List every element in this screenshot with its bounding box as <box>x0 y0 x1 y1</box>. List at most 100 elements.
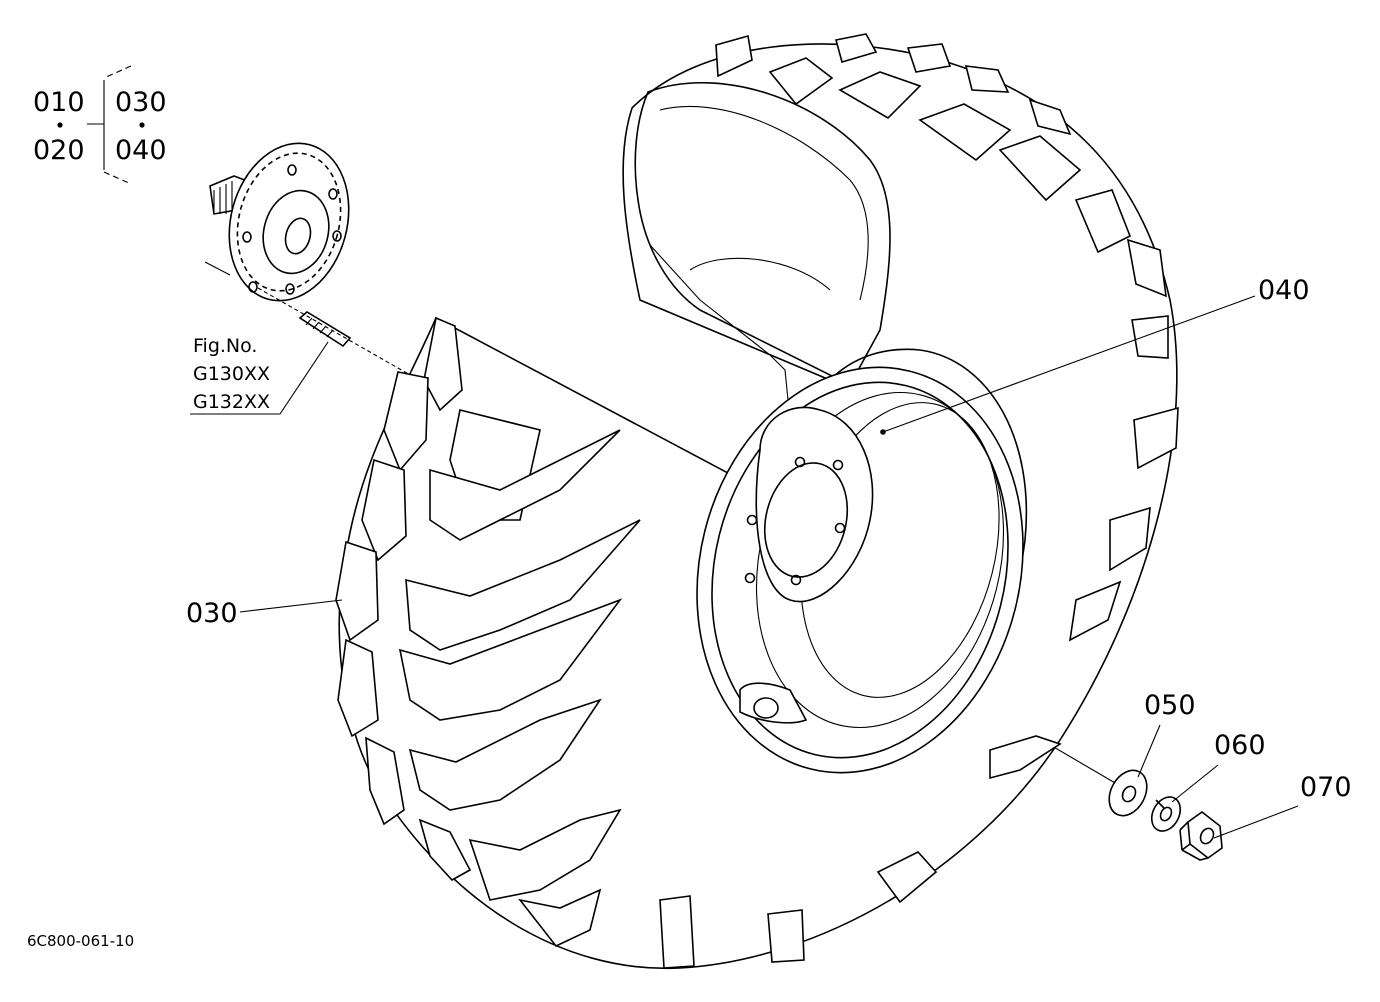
legend-bracket-outer <box>103 65 132 185</box>
spline-teeth <box>213 181 233 214</box>
leader-line-spring-washer <box>1171 764 1219 803</box>
tread-lug <box>715 34 753 78</box>
legend-dot-left <box>57 122 63 128</box>
tread-lug <box>383 371 429 472</box>
spring-washer <box>1150 796 1182 832</box>
legend-part-030: 030 <box>115 87 167 118</box>
callout-rim: 040 <box>1258 275 1310 306</box>
tread-lug <box>405 519 641 651</box>
tread-lug <box>1133 406 1179 470</box>
stud-body <box>298 311 352 348</box>
tread-lug <box>1109 506 1151 572</box>
figure-reference: Fig.No. G130XX G132XX <box>190 335 329 415</box>
tread-lug <box>518 888 602 947</box>
tread-lug <box>659 895 695 969</box>
flange-bolt-hole-6 <box>242 231 252 243</box>
tread-lug <box>876 851 938 904</box>
tread-lug <box>337 638 379 738</box>
flat-washer <box>1108 769 1148 817</box>
spring-washer-body <box>1150 796 1182 832</box>
flange-bolt-hole-4 <box>285 283 295 295</box>
tire-inner-wall <box>659 106 869 301</box>
figure-reference-code-2: G132XX <box>193 391 270 413</box>
tread-lug <box>1028 98 1072 136</box>
tread-lug <box>989 735 1062 780</box>
tread-lug <box>998 135 1082 202</box>
leader-line-tire <box>239 599 343 613</box>
hex-nut-side <box>1179 821 1209 861</box>
flat-washer-body <box>1108 769 1148 817</box>
tread-lug <box>906 43 952 73</box>
leader-line-nut <box>1213 805 1299 839</box>
tread-lug <box>1074 189 1132 254</box>
leader-line-washer <box>1137 724 1161 778</box>
rim-center-disc <box>755 406 874 603</box>
spring-washer-hole <box>1159 806 1173 822</box>
axle-hub-flange <box>204 142 350 302</box>
tire <box>335 33 1179 970</box>
tread-lug <box>1068 580 1122 642</box>
wheel-stud <box>298 311 352 348</box>
hub-flange-inner-ring <box>236 152 342 292</box>
hex-nut <box>1179 811 1223 861</box>
hex-nut-bore <box>1199 827 1215 845</box>
callout-washer: 050 <box>1144 690 1196 721</box>
legend-part-040: 040 <box>115 135 167 166</box>
figure-reference-code-1: G130XX <box>193 363 270 385</box>
legend-dot-right <box>139 122 145 128</box>
rim-bolt-hole-2 <box>834 522 846 534</box>
tread-lug <box>918 103 1012 162</box>
tread-lug <box>1131 315 1169 359</box>
flat-washer-hole <box>1121 785 1137 803</box>
figure-reference-leader <box>190 341 329 415</box>
tread-lug <box>408 698 602 811</box>
rim-bolt-hole-3 <box>790 574 802 586</box>
rim-bolt-hole-6 <box>794 456 806 468</box>
tread-lug <box>835 33 878 63</box>
hub-center-bore <box>284 217 312 255</box>
callout-nut: 070 <box>1300 772 1352 803</box>
wheel-rim <box>696 366 1024 774</box>
tread-lug <box>361 458 407 562</box>
figure-reference-label: Fig.No. <box>193 335 257 357</box>
flange-bolt-hole-5 <box>248 281 258 293</box>
parts-group-legend: 010 020 030 040 <box>33 65 167 185</box>
rim-bolt-hole-4 <box>744 572 756 584</box>
tire-cutaway-section <box>634 81 891 387</box>
tread-lug <box>335 540 379 642</box>
flange-bolt-hole-2 <box>328 188 338 200</box>
rim-bead-seat <box>711 381 1009 759</box>
tread-lug <box>468 808 622 901</box>
callout-tire: 030 <box>186 598 238 629</box>
stud-thread <box>305 317 334 338</box>
rim-bolt-hole-1 <box>832 459 844 471</box>
leader-line-rim <box>882 295 1256 433</box>
callout-spring-washer: 060 <box>1214 730 1266 761</box>
rim-bolt-hole-5 <box>746 514 758 526</box>
legend-part-010: 010 <box>33 87 85 118</box>
tread-lug <box>767 909 805 963</box>
axle-centerline <box>204 261 231 276</box>
flange-bolt-hole-1 <box>287 164 297 176</box>
spring-washer-split <box>1155 799 1165 809</box>
tread-lug <box>768 57 834 106</box>
tire-bead-curve <box>689 257 831 291</box>
hex-nut-body <box>1187 811 1223 859</box>
drawing-number: 6C800-061-10 <box>27 932 134 950</box>
valve-stem-end <box>753 697 779 719</box>
legend-part-020: 020 <box>33 135 85 166</box>
leader-dot-rim <box>880 429 886 435</box>
tread-lug <box>964 65 1010 93</box>
tread-lug <box>365 736 405 826</box>
tread-lug <box>423 316 463 412</box>
tread-lug <box>838 71 922 120</box>
tread-lug <box>398 598 623 721</box>
legend-bracket-inner <box>87 80 105 170</box>
tread-lug <box>429 429 621 541</box>
tread-lug <box>418 818 472 882</box>
hub-flange-disc <box>228 142 350 302</box>
hub-boss <box>262 189 330 275</box>
tread-lug <box>1126 238 1167 298</box>
flange-bolt-hole-3 <box>332 230 342 242</box>
